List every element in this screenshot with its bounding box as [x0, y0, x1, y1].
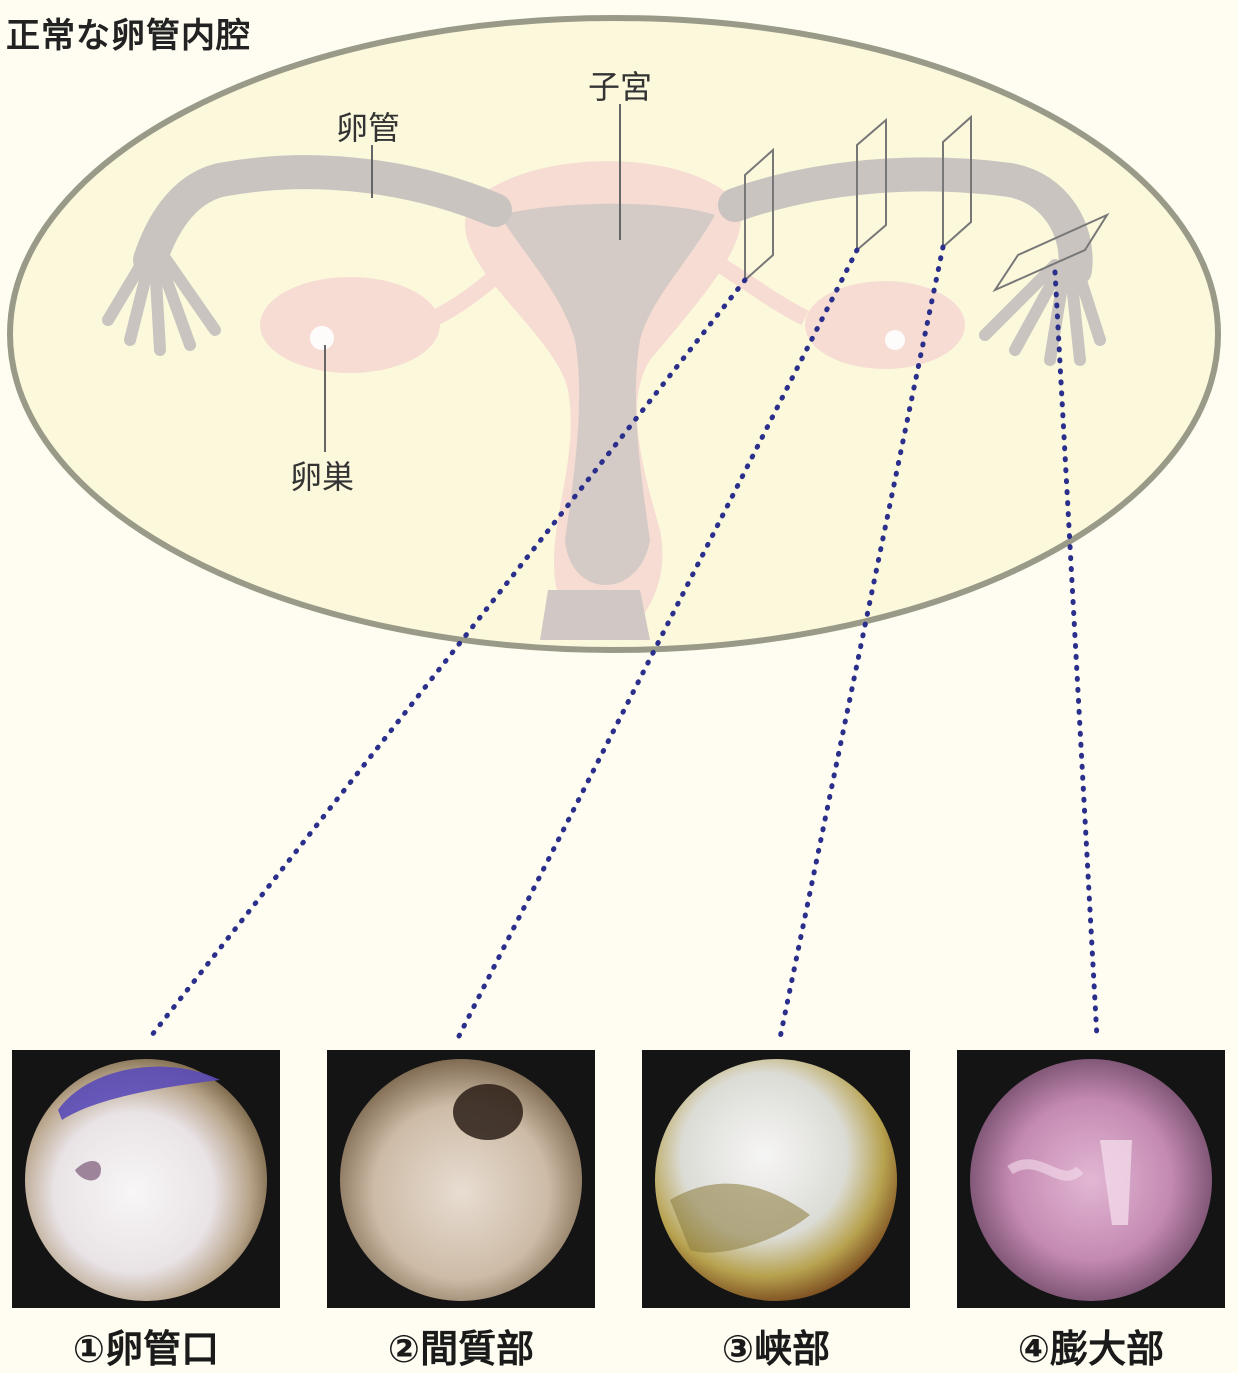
photo-3 — [642, 1050, 910, 1308]
ovary-left-follicle — [310, 326, 334, 350]
label-oviduct: 卵管 — [336, 103, 400, 149]
ovary-right-follicle — [885, 330, 905, 350]
ovary-right — [805, 281, 965, 369]
label-ovary: 卵巣 — [290, 452, 354, 498]
diagram-title: 正常な卵管内腔 — [6, 8, 251, 57]
label-uterus: 子宮 — [588, 62, 652, 108]
photo-4 — [957, 1050, 1225, 1308]
photo-1 — [12, 1050, 280, 1308]
photo-2 — [327, 1050, 595, 1308]
ovary-left — [260, 277, 440, 373]
cervix — [540, 590, 650, 640]
